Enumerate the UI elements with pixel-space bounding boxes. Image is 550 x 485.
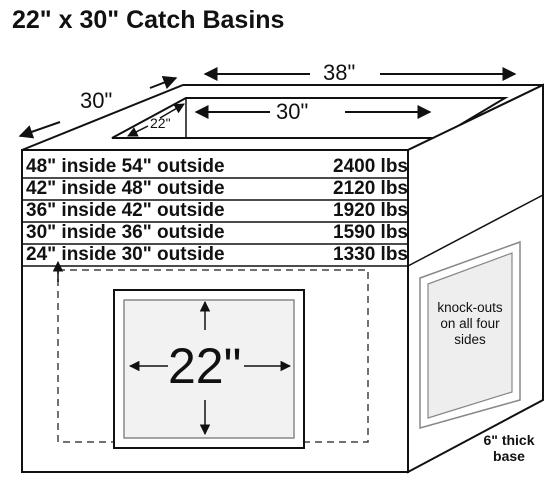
diagram-title: 22" x 30" Catch Basins	[12, 6, 285, 34]
size-row: 24" inside 30" outside 1330 lbs	[24, 245, 410, 265]
knockout-front-inner	[123, 299, 295, 439]
size-row: 48" inside 54" outside 2400 lbs	[24, 157, 410, 177]
top-opening	[111, 97, 509, 139]
size-row-dimensions: 48" inside 54" outside	[26, 156, 225, 177]
arrow-30-side-b	[18, 121, 61, 139]
size-row-dimensions: 42" inside 48" outside	[26, 178, 225, 199]
size-row-dimensions: 30" inside 36" outside	[26, 222, 225, 243]
size-row-dimensions: 36" inside 42" outside	[26, 200, 225, 221]
arrow-opening-width	[159, 103, 185, 119]
size-row-weight: 2400 lbs	[333, 156, 408, 177]
base-note: 6" thick base	[483, 432, 535, 464]
size-row: 42" inside 48" outside 2120 lbs	[24, 179, 410, 199]
knockout-side-inner	[427, 252, 513, 419]
dimension-top-width: 30"	[80, 88, 113, 113]
size-row-weight: 1330 lbs	[333, 244, 408, 265]
dimension-opening-width: 22"	[150, 115, 171, 131]
dimension-opening-length: 30"	[276, 99, 309, 124]
knockout-note: knock-outs on all four sides	[437, 300, 503, 347]
size-row: 36" inside 42" outside 1920 lbs	[24, 201, 410, 221]
size-row-weight: 1920 lbs	[333, 200, 408, 221]
size-row-lines	[22, 177, 408, 267]
dimension-knockout-size: 22"	[168, 338, 242, 394]
arrow-30-side	[149, 75, 178, 90]
size-row-weight: 2120 lbs	[333, 178, 408, 199]
dimension-top-length: 38"	[323, 60, 356, 85]
size-row: 30" inside 36" outside 1590 lbs	[24, 223, 410, 243]
right-band-line	[407, 194, 544, 267]
size-row-weight: 1590 lbs	[333, 222, 408, 243]
size-row-dimensions: 24" inside 30" outside	[26, 244, 225, 265]
arrow-opening-width-b	[127, 125, 149, 137]
